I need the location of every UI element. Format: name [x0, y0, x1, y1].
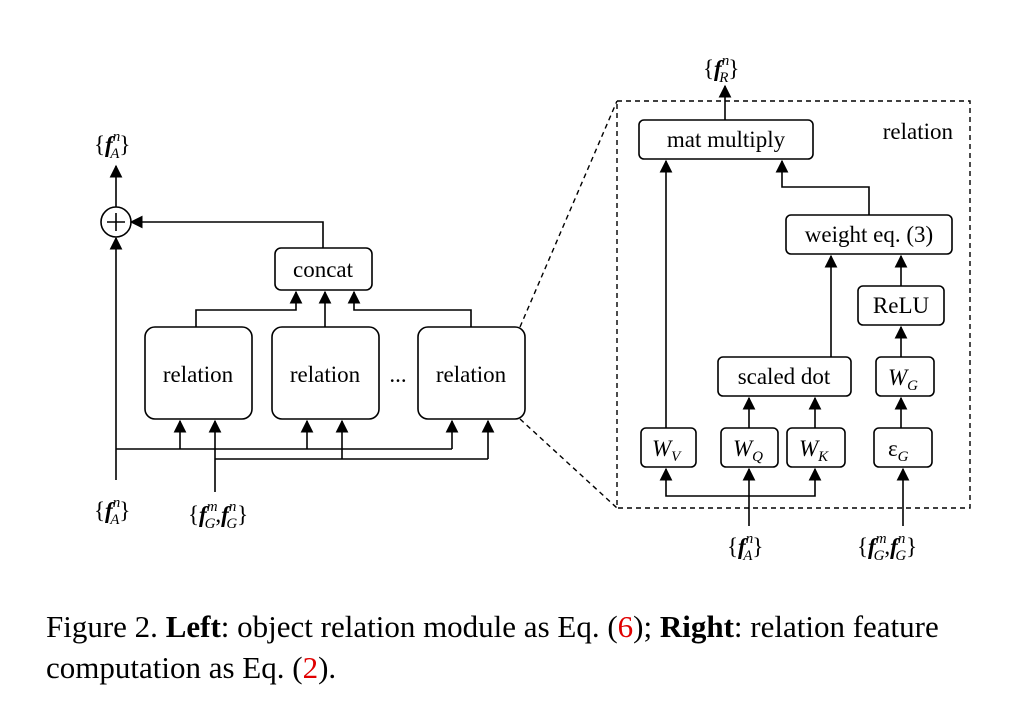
relation-label-2: relation — [290, 362, 361, 387]
arrow-rel3-to-concat — [347, 290, 472, 327]
arrow-concat-to-plus — [129, 215, 324, 248]
caption-ref-eq6[interactable]: 6 — [617, 609, 634, 644]
wg-box — [875, 356, 935, 397]
relation-detail-frame — [616, 100, 971, 509]
zoom-line-bottom — [519, 418, 618, 509]
caption-figure-number: Figure 2. — [46, 609, 158, 644]
wq-label: WQ — [733, 436, 763, 465]
mat-multiply-box — [638, 119, 814, 160]
scaled-dot-label: scaled dot — [738, 364, 831, 389]
arrow-rel1-to-concat — [195, 290, 303, 327]
weight-eq-label: weight eq. (3) — [805, 222, 933, 247]
arrow-input-a-to-wk — [749, 467, 822, 497]
figure-caption: Figure 2. Left: object relation module a… — [46, 609, 939, 685]
wk-box — [786, 427, 846, 468]
wv-box — [640, 427, 697, 468]
zoom-line-top — [519, 100, 618, 328]
scaled-dot-box — [717, 356, 852, 397]
relation-box-1 — [144, 326, 253, 420]
wk-label: WK — [799, 436, 829, 465]
ellipsis: ... — [389, 362, 406, 387]
relation-label-1: relation — [163, 362, 234, 387]
relation-detail-title: relation — [883, 119, 954, 144]
eg-box — [873, 427, 933, 468]
caption-left-text: : object relation module as Eq. ( — [220, 609, 618, 644]
caption-right-bold: Right — [659, 609, 734, 644]
relation-label-3: relation — [436, 362, 507, 387]
wv-label: WV — [652, 436, 682, 465]
relu-label: ReLU — [873, 293, 930, 318]
eg-label: εG — [888, 436, 909, 465]
wg-label: WG — [888, 365, 918, 394]
arrow-weight-to-matmul — [775, 159, 870, 215]
caption-right-text: : relation feature computation as Eq. ( — [46, 609, 939, 685]
caption-left-bold: Left — [165, 609, 221, 644]
concat-label: concat — [293, 257, 354, 282]
caption-ref-eq2[interactable]: 2 — [302, 650, 319, 685]
arrow-input-a-to-wv — [659, 467, 749, 497]
mat-multiply-label: mat multiply — [667, 127, 786, 152]
